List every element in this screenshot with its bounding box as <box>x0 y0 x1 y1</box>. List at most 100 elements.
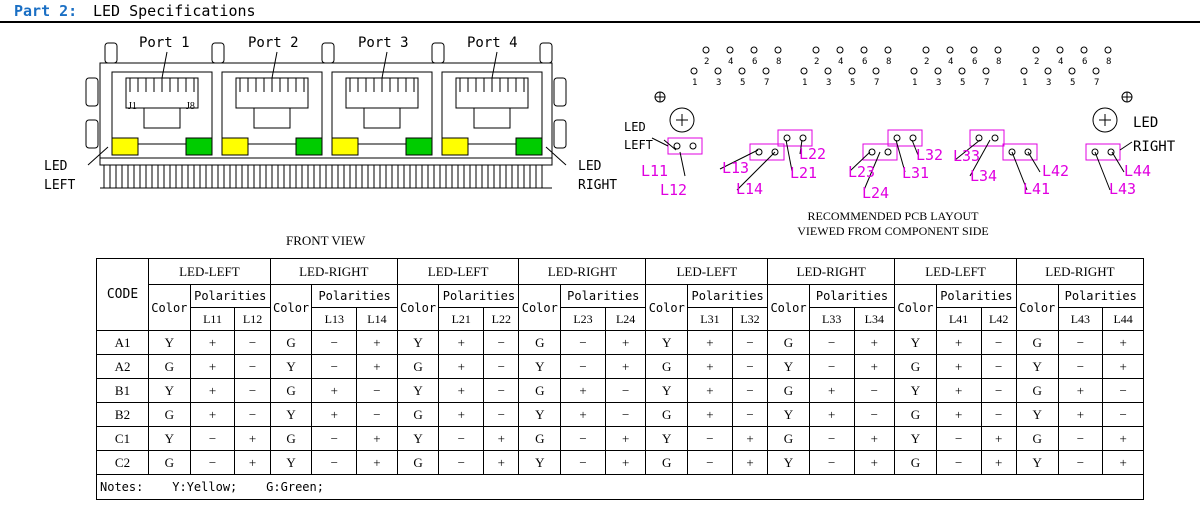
table-cell: G <box>1015 426 1059 451</box>
front-view-drawing <box>85 42 567 189</box>
pcb-pin-number: 1 <box>692 78 697 88</box>
table-cell: − <box>311 354 358 379</box>
latch-slot <box>143 107 181 129</box>
pcb-leader-line <box>663 139 677 151</box>
polarity-column-header: L34 <box>853 307 896 331</box>
table-cell: − <box>731 378 769 403</box>
table-cell: − <box>1102 378 1144 403</box>
front-led-yellow <box>331 137 359 156</box>
table-cell: − <box>560 330 606 355</box>
table-cell: + <box>935 330 982 355</box>
polarity-column-header: L21 <box>438 307 485 331</box>
table-cell: − <box>311 330 358 355</box>
color-header: Color <box>269 284 313 331</box>
group-header: LED-LEFT <box>645 258 769 285</box>
table-cell: − <box>234 330 271 355</box>
pcb-led-pad <box>862 143 898 161</box>
pcb-pin <box>848 67 856 75</box>
pin-j8-label: J8 <box>186 101 195 112</box>
table-cell: − <box>560 354 606 379</box>
polarity-column-header: L41 <box>935 307 982 331</box>
pcb-pin <box>884 46 892 54</box>
pcb-led-pad <box>667 137 703 155</box>
top-tab <box>104 42 118 64</box>
pcb-led-left-line1: LED <box>624 120 646 134</box>
pcb-pin-number: 4 <box>838 57 843 67</box>
table-cell: G <box>269 378 313 403</box>
table-cell: − <box>808 450 855 475</box>
table-cell: − <box>311 426 358 451</box>
port-4-label: Port 4 <box>467 35 518 51</box>
table-cell: + <box>483 450 520 475</box>
table-cell: − <box>560 450 606 475</box>
table-cell: − <box>560 426 606 451</box>
pcb-pin <box>910 67 918 75</box>
pcb-pin-number: 3 <box>716 78 721 88</box>
table-cell: Y <box>518 450 562 475</box>
table-cell: + <box>438 402 485 427</box>
pcb-pin-number: 7 <box>1094 78 1099 88</box>
table-cell: − <box>731 354 769 379</box>
pcb-pin-number: 2 <box>814 57 819 67</box>
latch-slot <box>363 107 401 129</box>
pcb-leader-line <box>736 151 776 191</box>
pcb-leader-line <box>849 151 871 172</box>
table-cell: − <box>808 330 855 355</box>
table-cell: + <box>980 450 1017 475</box>
table-cell: − <box>356 378 398 403</box>
table-cell: Y <box>148 378 191 403</box>
pcb-led-pin <box>1091 148 1099 156</box>
pcb-led-pin <box>799 134 807 142</box>
table-cell: + <box>438 378 485 403</box>
pcb-pin <box>1020 67 1028 75</box>
color-header: Color <box>1015 284 1059 331</box>
polarities-header: Polarities <box>189 284 271 308</box>
rj45-port-2 <box>221 71 323 145</box>
table-cell: − <box>808 426 855 451</box>
table-cell: G <box>148 402 191 427</box>
pcb-leader-line <box>1011 151 1028 191</box>
pcb-pin <box>824 67 832 75</box>
table-cell: Y <box>148 330 191 355</box>
top-tab <box>431 42 445 64</box>
table-cell: + <box>604 330 647 355</box>
table-cell: G <box>148 354 191 379</box>
pcb-label-l13: L13 <box>722 159 749 177</box>
pcb-pin-number: 4 <box>948 57 953 67</box>
table-cell: + <box>189 402 236 427</box>
table-cell: Y <box>269 450 313 475</box>
table-cell: + <box>560 378 606 403</box>
top-tab <box>321 42 335 64</box>
polarities-header: Polarities <box>438 284 520 308</box>
table-cell: − <box>604 402 647 427</box>
table-cell: − <box>189 426 236 451</box>
pcb-caption-line1: RECOMMENDED PCB LAYOUT <box>808 209 980 223</box>
table-cell: − <box>1057 330 1104 355</box>
table-cell: Y <box>396 426 440 451</box>
pcb-label-l12: L12 <box>660 181 687 199</box>
table-cell: − <box>731 402 769 427</box>
pcb-pin-number: 3 <box>826 78 831 88</box>
pcb-led-pin <box>783 134 791 142</box>
port-1-label: Port 1 <box>139 35 190 51</box>
table-cell: + <box>560 402 606 427</box>
pcb-leader-line <box>863 151 881 191</box>
shield-clip <box>553 77 567 107</box>
pcb-pin-number: 3 <box>1046 78 1051 88</box>
pcb-pin-number: 7 <box>764 78 769 88</box>
front-view-caption: FRONT VIEW <box>286 233 366 248</box>
table-cell: + <box>356 426 398 451</box>
pcb-pin <box>750 46 758 54</box>
table-cell: − <box>687 450 733 475</box>
table-cell: + <box>731 426 769 451</box>
pcb-leader-line <box>785 139 793 172</box>
header-rule <box>0 21 1200 23</box>
pcb-pin-number: 2 <box>704 57 709 67</box>
table-cell: + <box>438 330 485 355</box>
table-cell: + <box>1102 426 1144 451</box>
table-cell: + <box>604 354 647 379</box>
table-cell: + <box>980 426 1017 451</box>
pcb-pin-number: 2 <box>1034 57 1039 67</box>
group-header: LED-RIGHT <box>518 258 647 285</box>
pcb-pin <box>762 67 770 75</box>
